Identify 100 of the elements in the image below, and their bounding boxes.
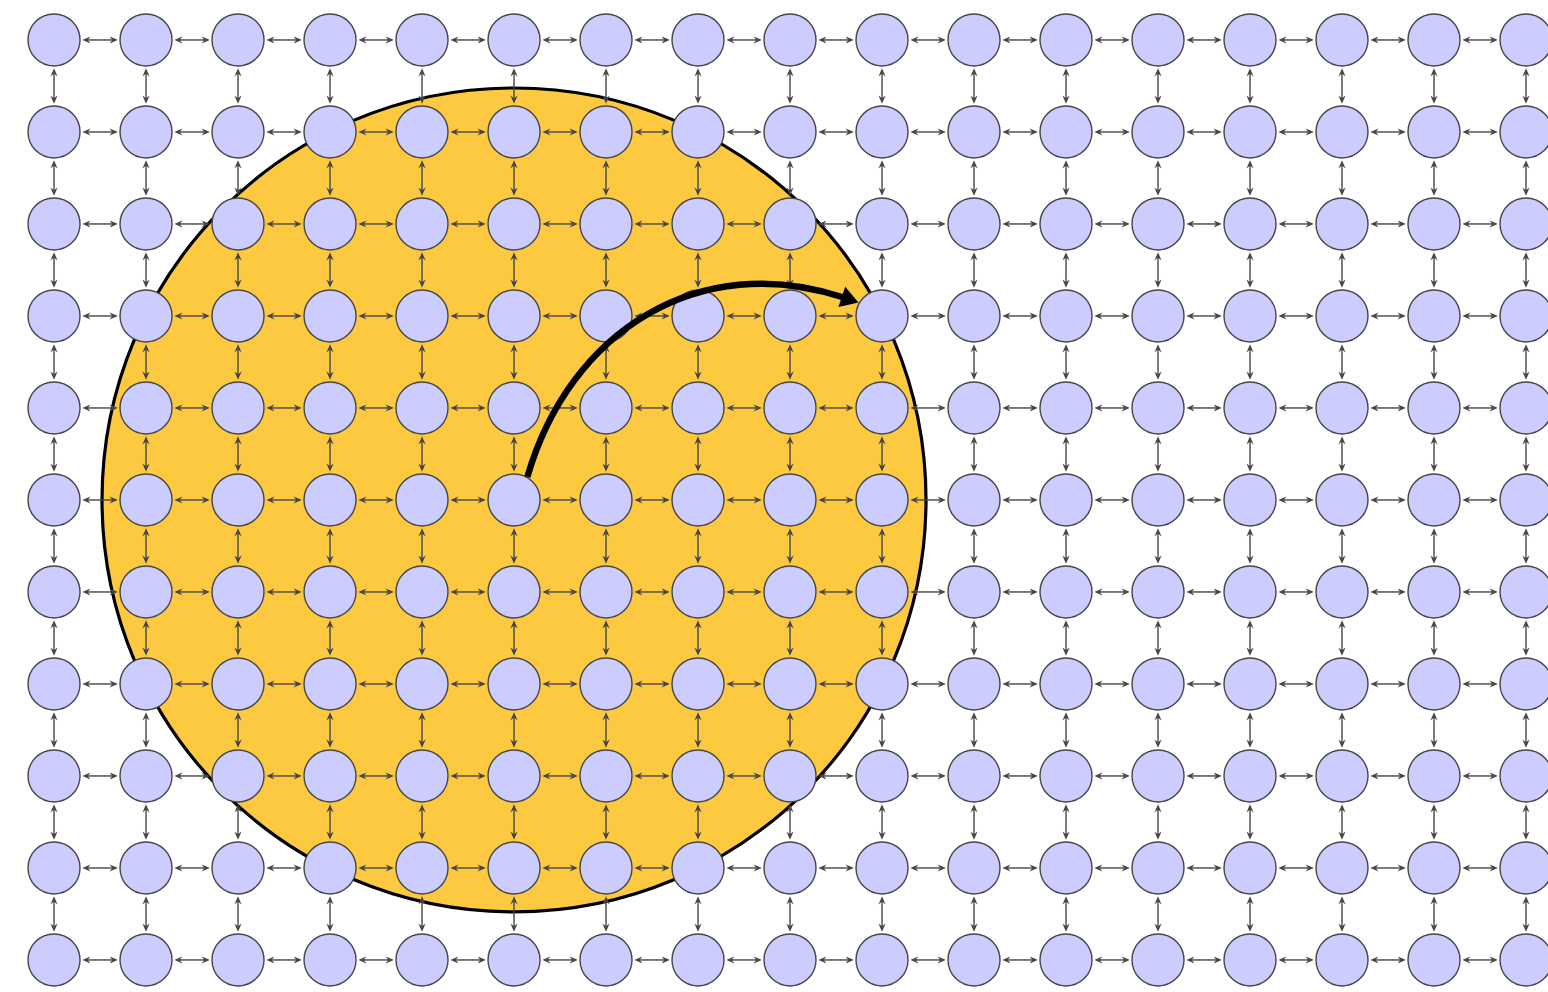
grid-node — [487, 841, 541, 895]
grid-node — [1131, 289, 1185, 343]
grid-node — [211, 289, 265, 343]
grid-node — [579, 749, 633, 803]
grid-node — [211, 565, 265, 619]
grid-node — [395, 13, 449, 67]
grid-node — [487, 473, 541, 527]
grid-node — [671, 105, 725, 159]
grid-node — [947, 105, 1001, 159]
grid-node — [855, 197, 909, 251]
grid-node — [487, 381, 541, 435]
grid-node — [1499, 105, 1548, 159]
grid-node — [671, 473, 725, 527]
grid-node — [1131, 841, 1185, 895]
grid-node — [1131, 933, 1185, 987]
grid-node — [947, 749, 1001, 803]
grid-node — [763, 13, 817, 67]
grid-node — [671, 565, 725, 619]
grid-node — [1039, 381, 1093, 435]
grid-node — [579, 13, 633, 67]
grid-node — [211, 381, 265, 435]
grid-node — [119, 749, 173, 803]
grid-node — [1223, 381, 1277, 435]
grid-node — [1315, 381, 1369, 435]
grid-node — [487, 657, 541, 711]
grid-node — [395, 381, 449, 435]
grid-node — [27, 749, 81, 803]
grid-node — [855, 105, 909, 159]
grid-node — [27, 933, 81, 987]
grid-node — [579, 473, 633, 527]
grid-node — [579, 841, 633, 895]
grid-node — [855, 13, 909, 67]
grid-node — [1499, 473, 1548, 527]
grid-node — [119, 841, 173, 895]
grid-node — [763, 197, 817, 251]
grid-node — [487, 197, 541, 251]
grid-node — [579, 289, 633, 343]
grid-node — [579, 105, 633, 159]
grid-node — [27, 657, 81, 711]
grid-node — [1499, 381, 1548, 435]
grid-node — [763, 749, 817, 803]
grid-node — [119, 473, 173, 527]
grid-node — [395, 105, 449, 159]
grid-node — [211, 105, 265, 159]
grid-node — [119, 657, 173, 711]
grid-node — [671, 13, 725, 67]
grid-node — [119, 565, 173, 619]
grid-node — [211, 473, 265, 527]
grid-node — [763, 473, 817, 527]
grid-node — [1315, 749, 1369, 803]
grid-node — [119, 105, 173, 159]
grid-node — [947, 473, 1001, 527]
grid-node — [1131, 13, 1185, 67]
grid-node — [1039, 13, 1093, 67]
grid-node — [763, 105, 817, 159]
grid-node — [1039, 289, 1093, 343]
grid-node — [1407, 933, 1461, 987]
grid-node — [487, 13, 541, 67]
grid-node — [1039, 841, 1093, 895]
grid-node — [1499, 289, 1548, 343]
grid-node — [1223, 657, 1277, 711]
grid-node — [855, 841, 909, 895]
grid-node — [579, 197, 633, 251]
grid-node — [671, 197, 725, 251]
grid-node — [395, 565, 449, 619]
grid-node — [211, 933, 265, 987]
grid-node — [947, 289, 1001, 343]
grid-node — [303, 381, 357, 435]
grid-node — [1131, 381, 1185, 435]
grid-node — [1315, 13, 1369, 67]
grid-node — [119, 289, 173, 343]
grid-node — [1039, 565, 1093, 619]
grid-node — [947, 657, 1001, 711]
grid-node — [1131, 197, 1185, 251]
grid-node — [1407, 841, 1461, 895]
grid-node — [1407, 13, 1461, 67]
grid-node — [1039, 473, 1093, 527]
grid-node — [395, 289, 449, 343]
grid-node — [1315, 105, 1369, 159]
grid-node — [303, 565, 357, 619]
grid-node — [1315, 933, 1369, 987]
grid-node — [303, 657, 357, 711]
grid-node — [303, 749, 357, 803]
grid-node — [1315, 473, 1369, 527]
grid-node — [671, 933, 725, 987]
grid-node — [1499, 933, 1548, 987]
grid-node — [1223, 13, 1277, 67]
grid-node — [211, 13, 265, 67]
grid-node — [947, 13, 1001, 67]
grid-node — [1407, 565, 1461, 619]
grid-node — [119, 13, 173, 67]
grid-node — [1223, 841, 1277, 895]
grid-node — [1499, 749, 1548, 803]
grid-node — [1131, 105, 1185, 159]
grid-node — [579, 933, 633, 987]
grid-node — [855, 933, 909, 987]
grid-node — [395, 749, 449, 803]
grid-node — [1407, 473, 1461, 527]
grid-node — [1407, 381, 1461, 435]
grid-node — [303, 933, 357, 987]
